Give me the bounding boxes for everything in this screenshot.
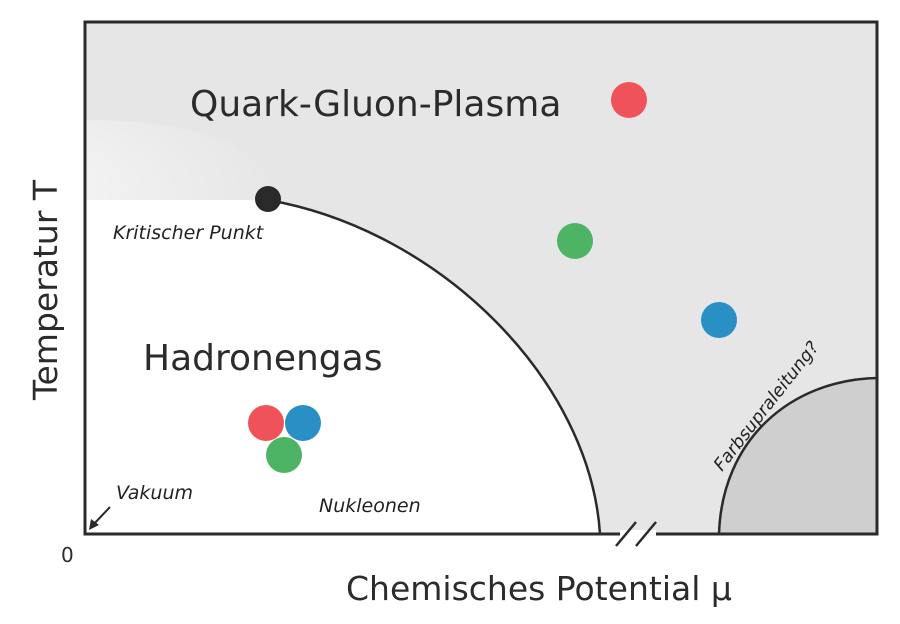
plot-frame: [83, 20, 879, 536]
qgp-label: Quark-Gluon-Plasma: [190, 84, 562, 125]
nucleon-quark-blue: [285, 405, 321, 441]
quark-blue: [701, 302, 737, 338]
axis-break-mark-2: [635, 521, 657, 547]
origin-label: 0: [61, 543, 74, 567]
vacuum-arrowhead: [89, 519, 99, 530]
quark-red: [611, 82, 647, 118]
axis-break-gap: [620, 530, 656, 538]
hadron-gas-label: Hadronengas: [143, 338, 383, 379]
nucleons-label: Nukleonen: [319, 495, 421, 517]
axis-break-mark-1: [615, 521, 637, 547]
x-axis-label: Chemisches Potential μ: [346, 569, 732, 608]
nucleon-quark-red: [248, 405, 284, 441]
critical-point-marker: [255, 186, 281, 212]
color-superconductivity-region: [717, 376, 879, 536]
vacuum-label: Vakuum: [116, 482, 194, 504]
quark-green: [557, 223, 593, 259]
critical-point-label: Kritischer Punkt: [113, 222, 264, 244]
y-axis-label: Temperatur T: [26, 179, 65, 401]
nucleon-quark-green: [266, 437, 302, 473]
hadron-gas-region: [85, 200, 600, 534]
phase-boundary-line: [267, 198, 602, 535]
